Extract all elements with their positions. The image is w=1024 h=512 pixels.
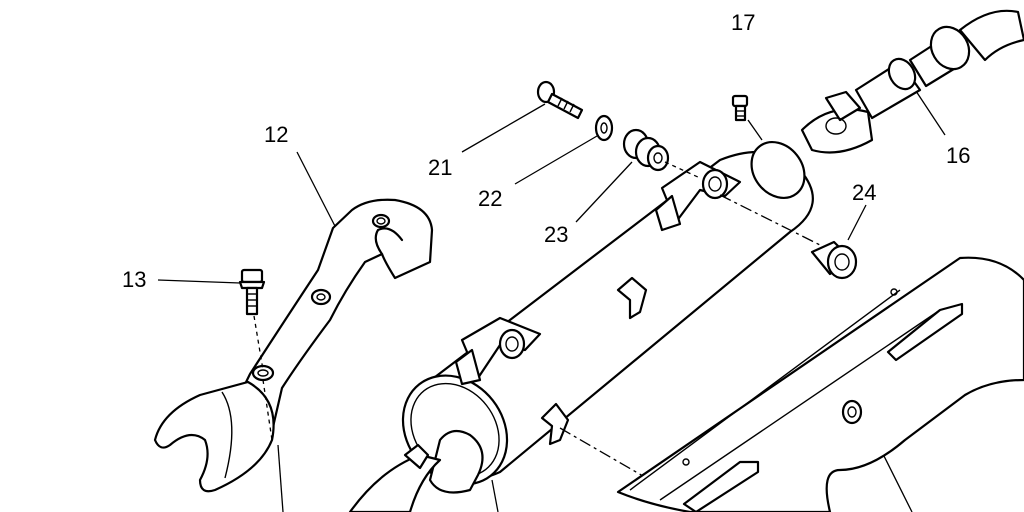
heat-shield-bracket bbox=[153, 198, 434, 493]
muffler-brackets bbox=[403, 160, 831, 481]
leader-bottom-left bbox=[277, 444, 284, 512]
leader-bottom-center bbox=[491, 479, 499, 512]
leader-24 bbox=[847, 204, 867, 241]
callout-13: 13 bbox=[122, 267, 147, 292]
leader-13 bbox=[157, 279, 241, 284]
leader-17 bbox=[747, 119, 763, 141]
leader-22 bbox=[514, 135, 598, 185]
callout-23: 23 bbox=[544, 222, 569, 247]
grommet-23 bbox=[622, 128, 701, 179]
callout-21: 21 bbox=[428, 155, 453, 180]
washer-22 bbox=[594, 114, 614, 142]
muffler-heat-shield bbox=[616, 256, 1024, 512]
leader-21 bbox=[461, 103, 546, 153]
callout-12: 12 bbox=[264, 122, 289, 147]
exhaust-pipe-16 bbox=[800, 9, 1024, 154]
collar-24 bbox=[810, 240, 858, 280]
callout-17: 17 bbox=[731, 10, 756, 35]
callout-22: 22 bbox=[478, 186, 503, 211]
callout-24: 24 bbox=[852, 180, 877, 205]
leader-16 bbox=[911, 84, 946, 136]
bolt-17 bbox=[731, 94, 749, 122]
bolt-13 bbox=[238, 268, 266, 371]
muffler-body bbox=[348, 141, 814, 512]
leader-23 bbox=[575, 161, 633, 223]
callout-16: 16 bbox=[946, 143, 971, 168]
leader-12 bbox=[296, 151, 339, 233]
bolt-21 bbox=[536, 80, 584, 120]
